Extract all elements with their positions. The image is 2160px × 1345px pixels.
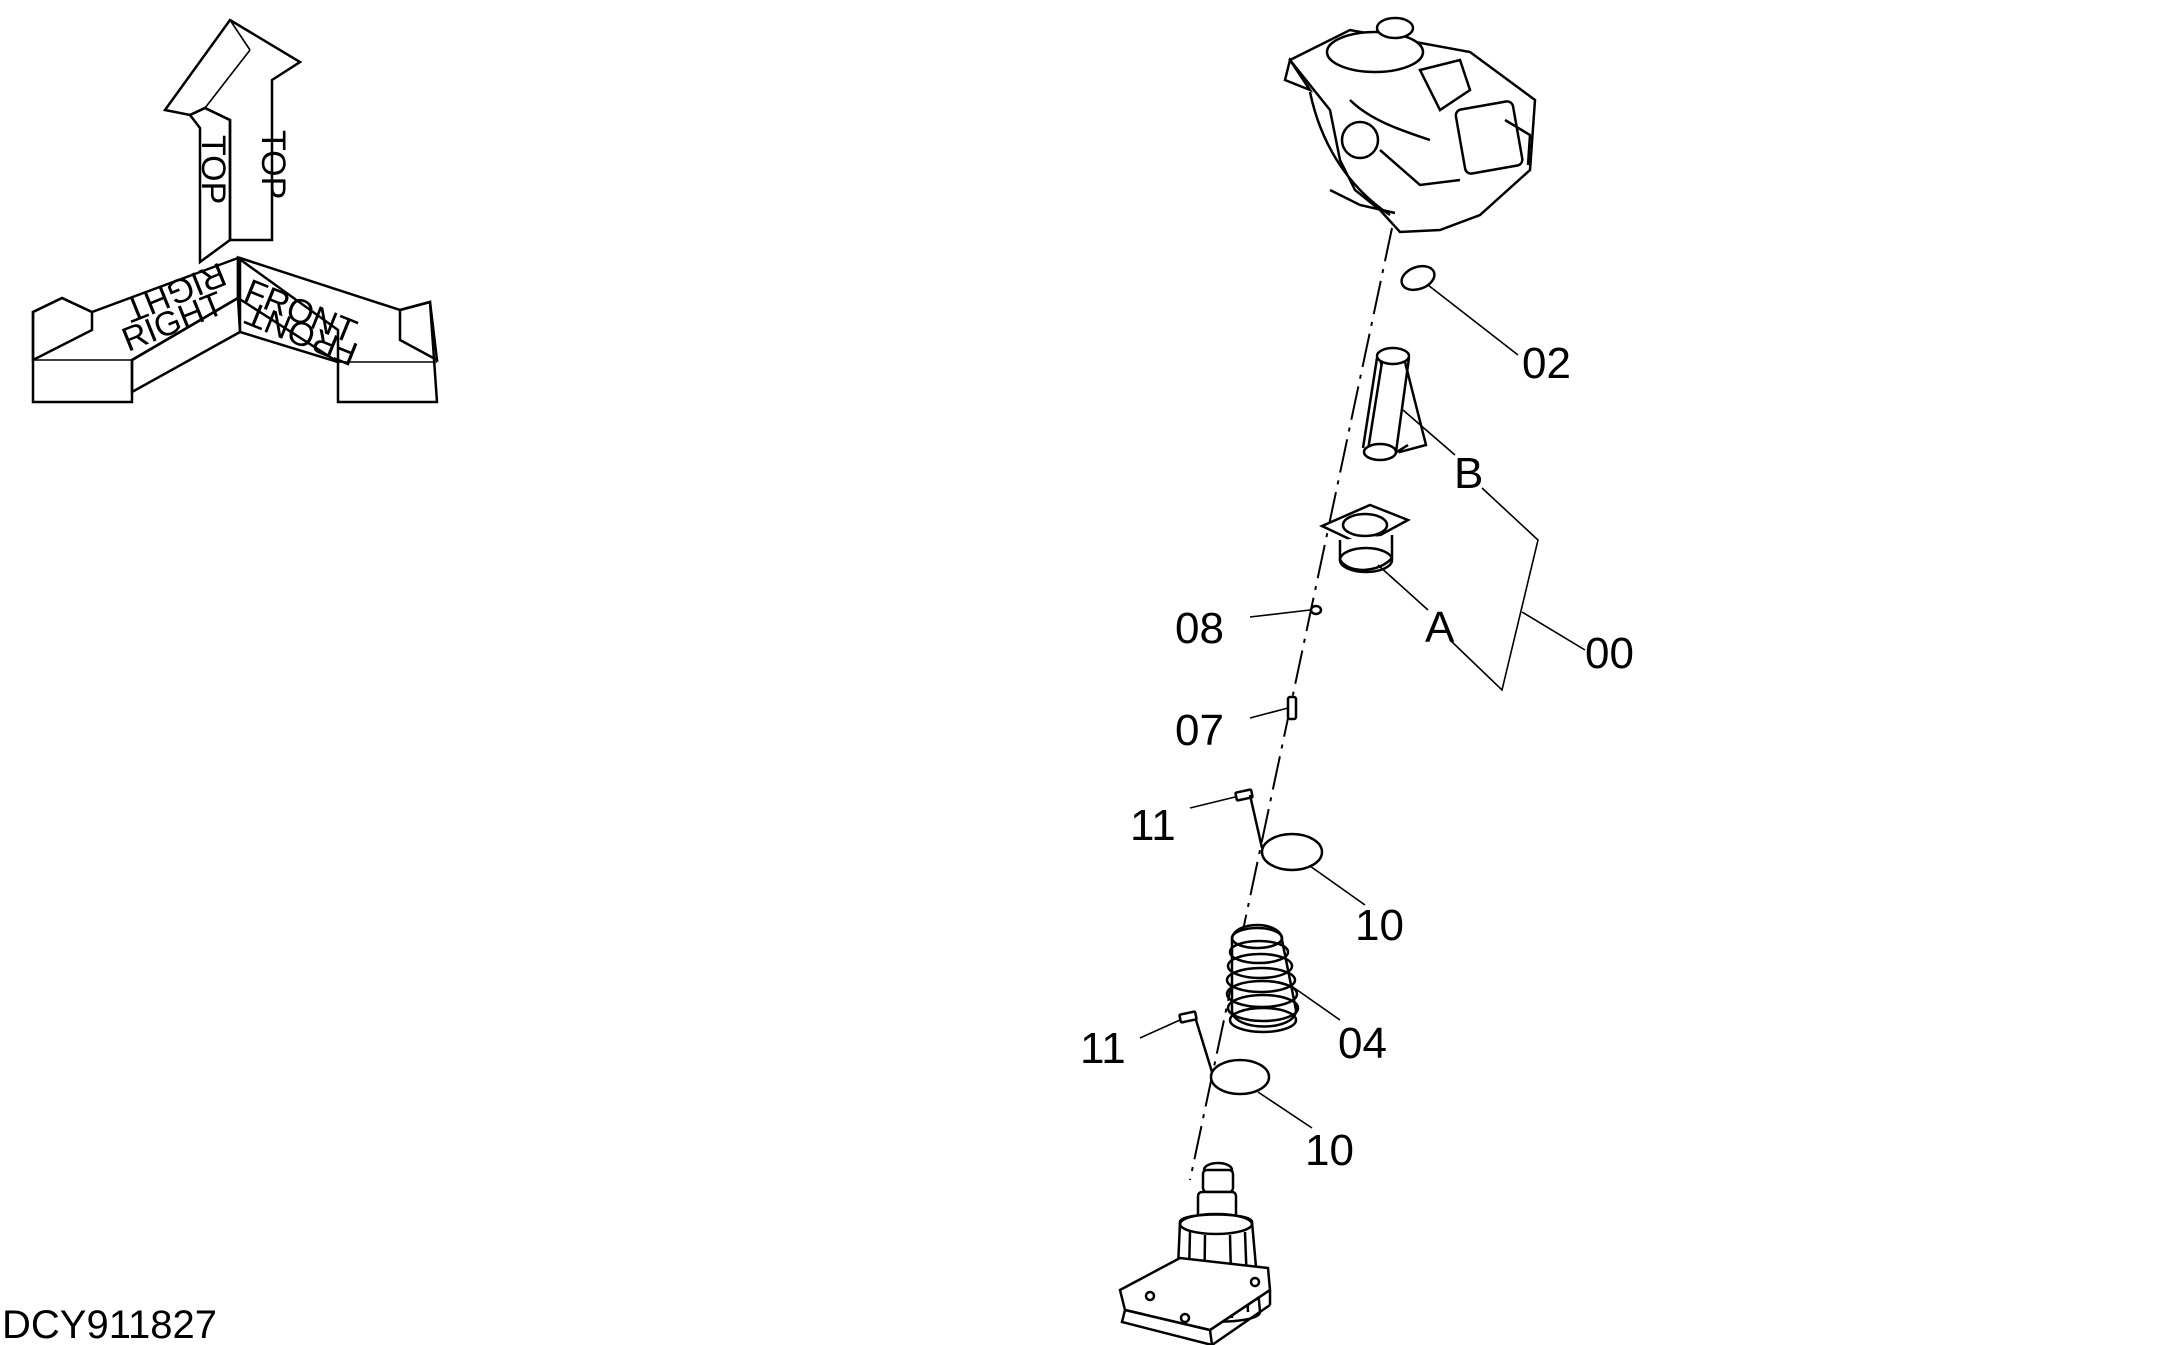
callout-02: 02 [1522, 339, 1571, 388]
callout-00: 00 [1585, 629, 1634, 678]
leader-02 [1427, 284, 1519, 356]
leader-07 [1249, 707, 1289, 719]
part-07-bolt [1286, 695, 1298, 721]
leader-10-lower [1257, 1091, 1313, 1129]
part-A-housing [1318, 503, 1411, 574]
part-10-clamp-upper [1248, 794, 1324, 872]
bracket-00 [1449, 487, 1539, 692]
leader-11-upper [1189, 796, 1236, 809]
leader-04 [1289, 984, 1341, 1021]
part-11-screw-upper [1234, 788, 1254, 802]
orientation-indicator: TOP TOP RIGHT RIGHT FRONT FRONT [31, 18, 439, 404]
orientation-top-label: TOP [194, 135, 232, 204]
part-02-oring [1400, 264, 1436, 292]
front-arrow-icon [236, 255, 439, 404]
leader-A [1377, 564, 1429, 611]
callout-A: A [1425, 603, 1455, 652]
callout-07: 07 [1175, 706, 1224, 755]
leader-00 [1521, 611, 1586, 651]
part-10-clamp-lower [1194, 1019, 1271, 1096]
callout-B: B [1454, 449, 1483, 498]
callout-11-lower: 11 [1080, 1024, 1126, 1073]
leader-11-lower [1139, 1019, 1181, 1039]
callout-10-upper: 10 [1355, 901, 1404, 950]
part-11-screw-lower [1178, 1010, 1198, 1024]
orientation-top-label-mirror: TOP [254, 130, 292, 199]
part-B-tube [1361, 346, 1428, 462]
callout-04: 04 [1338, 1019, 1387, 1068]
leader-B [1402, 409, 1456, 456]
engine-assembly [1283, 16, 1537, 234]
callout-08: 08 [1175, 604, 1224, 653]
leader-08 [1249, 609, 1311, 618]
leader-10-upper [1309, 865, 1366, 906]
part-04-bellows [1225, 923, 1300, 1034]
callout-11-upper: 11 [1130, 801, 1176, 850]
top-arrow-icon [162, 18, 303, 265]
foot-assembly [1118, 1161, 1272, 1345]
part-08-plug [1309, 604, 1323, 616]
callout-10-lower: 10 [1305, 1126, 1354, 1175]
drawing-id: DCY911827 [2, 1303, 217, 1345]
